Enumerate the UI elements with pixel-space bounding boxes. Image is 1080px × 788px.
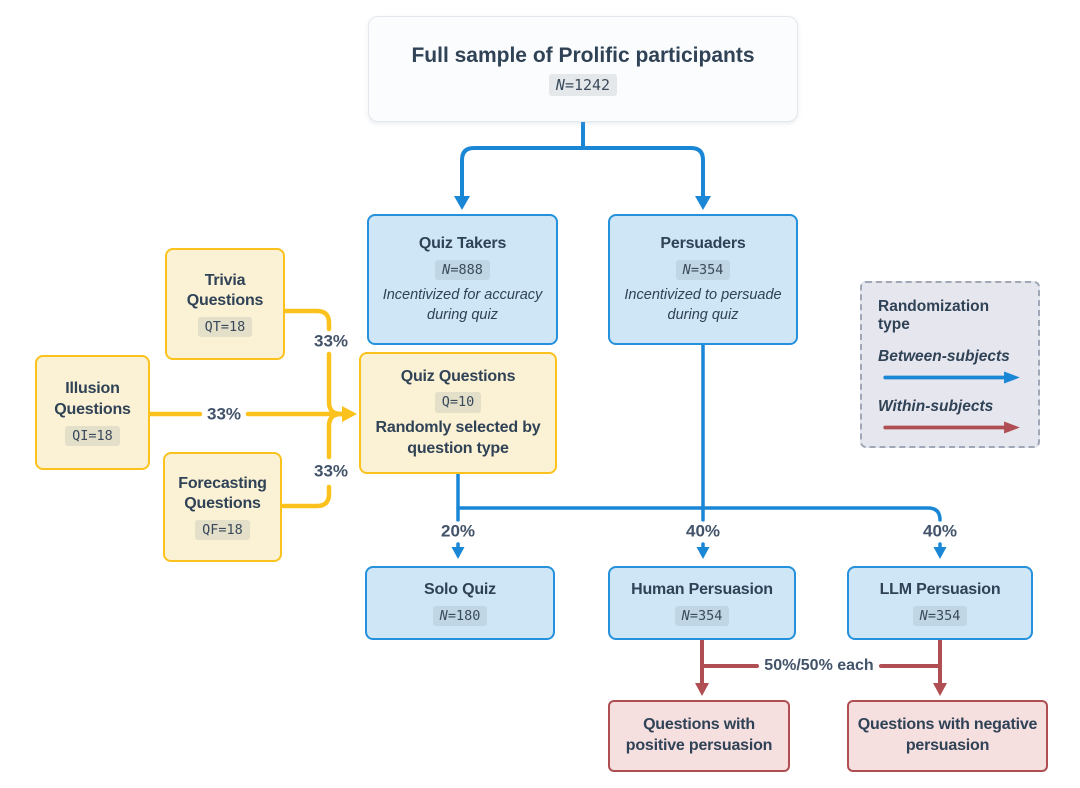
node-full-sample: Full sample of Prolific participants N=1…	[368, 16, 798, 122]
arrowhead-llm	[933, 547, 947, 559]
node-human-persuasion: Human Persuasion N=354	[608, 566, 796, 640]
node-illusion-questions: Illusion Questions QI=18	[35, 355, 150, 470]
node-quiz-takers: Quiz Takers N=888 Incentivized for accur…	[367, 214, 558, 345]
node-positive-persuasion: Questions with positive persuasion	[608, 700, 790, 772]
arrowhead-quiz-questions	[342, 406, 357, 422]
legend-randomization-type: Randomization type Between-subjects With…	[860, 281, 1040, 448]
full-sample-title: Full sample of Prolific participants	[411, 43, 755, 67]
trivia-title: Trivia Questions	[186, 271, 264, 310]
llm-persuasion-count-badge: N=354	[912, 605, 968, 626]
within-subjects-arrow-icon	[883, 421, 1020, 434]
arrowhead-solo	[451, 547, 465, 559]
between-subjects-arrow-icon	[883, 371, 1020, 384]
human-persuasion-count-badge: N=354	[674, 605, 730, 626]
arrowhead-negative	[933, 683, 947, 696]
pct-label-solo: 20%	[437, 521, 479, 541]
node-forecasting-questions: Forecasting Questions QF=18	[163, 452, 282, 562]
line-forecasting-merge	[326, 411, 344, 460]
human-persuasion-title: Human Persuasion	[631, 580, 773, 598]
quiz-questions-note: Randomly selected by question type	[375, 418, 541, 457]
persuaders-count-badge: N=354	[675, 259, 731, 280]
full-sample-count-badge: N=1242	[548, 74, 618, 97]
arrowhead-human	[696, 547, 710, 559]
trivia-count-badge: QT=18	[197, 317, 253, 338]
positive-persuasion-title: Questions with positive persuasion	[625, 716, 773, 754]
illusion-title: Illusion Questions	[54, 380, 131, 418]
forecasting-count-badge: QF=18	[195, 520, 250, 541]
node-llm-persuasion: LLM Persuasion N=354	[847, 566, 1033, 640]
line-trivia-merge	[326, 351, 344, 417]
persuaders-title: Persuaders	[660, 234, 746, 252]
pct-label-illusion: 33%	[203, 404, 245, 424]
quiz-takers-count-badge: N=888	[435, 259, 490, 280]
node-persuaders: Persuaders N=354 Incentivized to persuad…	[608, 214, 798, 345]
legend-title: Randomization type	[878, 298, 990, 333]
pct-label-forecasting: 33%	[310, 461, 352, 481]
negative-persuasion-title: Questions with negative persuasion	[857, 716, 1038, 754]
arrowhead-quiz-takers	[454, 196, 470, 210]
pct-label-human: 40%	[682, 521, 724, 541]
line-distributor	[456, 506, 942, 522]
node-quiz-questions: Quiz Questions Q=10 Randomly selected by…	[359, 352, 557, 474]
illusion-count-badge: QI=18	[65, 425, 120, 446]
quiz-questions-count-badge: Q=10	[434, 392, 482, 413]
node-negative-persuasion: Questions with negative persuasion	[847, 700, 1048, 772]
solo-quiz-count-badge: N=180	[432, 605, 488, 626]
legend-between-subjects-label: Between-subjects	[878, 348, 1010, 365]
quiz-takers-title: Quiz Takers	[418, 234, 507, 252]
pct-label-llm: 40%	[919, 521, 961, 541]
llm-persuasion-title: LLM Persuasion	[879, 580, 1001, 598]
quiz-questions-title: Quiz Questions	[400, 367, 516, 385]
quiz-takers-note: Incentivized for accuracy during quiz	[382, 286, 543, 323]
legend-within-subjects-label: Within-subjects	[878, 398, 994, 415]
pct-label-trivia: 33%	[310, 331, 352, 351]
forecasting-title: Forecasting Questions	[178, 474, 267, 513]
solo-quiz-title: Solo Quiz	[424, 580, 496, 598]
persuaders-note: Incentivized to persuade during quiz	[624, 286, 782, 323]
node-solo-quiz: Solo Quiz N=180	[365, 566, 555, 640]
pct-label-split: 50%/50% each	[761, 657, 877, 675]
arrowhead-persuaders	[695, 196, 711, 210]
arrowhead-positive	[695, 683, 709, 696]
node-trivia-questions: Trivia Questions QT=18	[165, 248, 285, 360]
arrow-fullsample-branch	[460, 146, 705, 198]
line-forecasting-out	[280, 484, 332, 509]
line-trivia-out	[282, 308, 332, 332]
